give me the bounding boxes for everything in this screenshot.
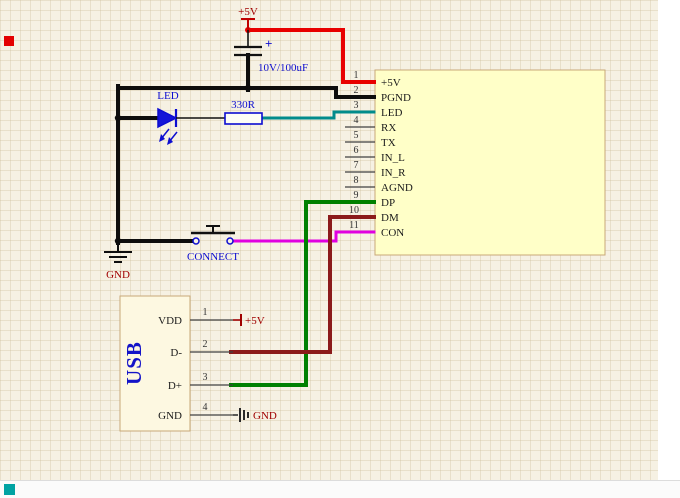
led-arrowhead bbox=[167, 137, 173, 145]
wire-gnd-horizontal bbox=[116, 86, 376, 99]
pin-number: 4 bbox=[354, 115, 359, 126]
junction-dot bbox=[114, 114, 122, 122]
pin-label: CON bbox=[381, 227, 404, 239]
led: LED bbox=[157, 90, 225, 145]
junction-dot bbox=[114, 237, 122, 245]
power-net-label: +5V bbox=[245, 315, 265, 327]
connect-button-symbol: CONNECT bbox=[187, 225, 239, 263]
pin-number: 3 bbox=[203, 372, 208, 383]
pin-label: DP bbox=[381, 197, 395, 209]
pin-label: DM bbox=[381, 212, 399, 224]
pin-number: 6 bbox=[354, 145, 359, 156]
wire-led-net bbox=[260, 110, 376, 120]
pin-label: PGND bbox=[381, 92, 411, 104]
wire-con-net bbox=[231, 230, 376, 243]
button-terminal bbox=[192, 237, 200, 245]
pin-number: 11 bbox=[349, 220, 359, 231]
pin-label: AGND bbox=[381, 182, 413, 194]
pin-number: 1 bbox=[354, 70, 359, 81]
power-port-5v: +5V bbox=[238, 6, 258, 30]
pin-number: 4 bbox=[203, 402, 208, 413]
pin-number: 2 bbox=[203, 339, 208, 350]
resistor-value-label: 330R bbox=[231, 99, 256, 111]
cap-value-label: 10V/100uF bbox=[258, 62, 308, 74]
pin-label: IN_R bbox=[381, 167, 406, 179]
usb-pin-row: 2 D- bbox=[170, 339, 233, 359]
usb-gnd-port: GND bbox=[233, 408, 277, 422]
pin-number: 1 bbox=[203, 307, 208, 318]
usb-pin-row: 4 GND bbox=[158, 402, 233, 422]
pin-label: +5V bbox=[381, 77, 401, 89]
usb-pin-row: 3 D+ bbox=[168, 372, 233, 392]
right-margin bbox=[658, 0, 680, 498]
gnd-net-label: GND bbox=[106, 269, 130, 281]
pin-number: 7 bbox=[354, 160, 359, 171]
gnd-net-label: GND bbox=[253, 410, 277, 422]
horizontal-scrollbar[interactable] bbox=[0, 480, 680, 498]
teal-corner-marker bbox=[4, 484, 15, 495]
pin-label: GND bbox=[158, 410, 182, 422]
gnd-symbol: GND bbox=[104, 243, 132, 281]
pin-label: IN_L bbox=[381, 152, 405, 164]
capacitor: + 10V/100uF bbox=[234, 30, 308, 74]
usb-pin-row: 1 VDD bbox=[158, 307, 233, 327]
pin-number: 9 bbox=[354, 190, 359, 201]
wire-5v-power bbox=[246, 28, 376, 84]
red-corner-marker bbox=[4, 36, 14, 46]
pin-label: D- bbox=[170, 347, 182, 359]
resistor-body bbox=[224, 112, 263, 125]
cap-polarity: + bbox=[265, 36, 272, 51]
resistor: 330R bbox=[224, 99, 263, 125]
usb-connector: USB 1 VDD 2 D- 3 D+ 4 GND bbox=[119, 295, 277, 432]
ic-pin-row: 5 TX bbox=[345, 130, 396, 149]
pin-label: RX bbox=[381, 122, 396, 134]
pin-number: 2 bbox=[354, 85, 359, 96]
pin-label: TX bbox=[381, 137, 396, 149]
led-triangle bbox=[157, 107, 178, 129]
usb-body bbox=[119, 295, 191, 432]
pin-label: D+ bbox=[168, 380, 182, 392]
pin-number: 10 bbox=[349, 205, 359, 216]
button-terminal bbox=[226, 237, 234, 245]
ic-pin-row: 6 IN_L bbox=[345, 145, 405, 164]
usb-vdd-power-port: +5V bbox=[233, 314, 265, 327]
pin-number: 3 bbox=[354, 100, 359, 111]
ic-pin-row: 8 AGND bbox=[345, 175, 413, 194]
pin-label: VDD bbox=[158, 315, 182, 327]
led-label: LED bbox=[157, 90, 178, 102]
button-label: CONNECT bbox=[187, 251, 239, 263]
pin-number: 8 bbox=[354, 175, 359, 186]
junction-dot bbox=[244, 84, 252, 92]
pin-label: LED bbox=[381, 107, 402, 119]
led-arrowhead bbox=[159, 134, 165, 142]
ic-body bbox=[374, 69, 606, 256]
ic-pin-row: 4 RX bbox=[345, 115, 396, 134]
ic-pin-row: 7 IN_R bbox=[345, 160, 406, 179]
wire-dm-net bbox=[229, 215, 376, 354]
usb-title: USB bbox=[122, 341, 146, 385]
pin-number: 5 bbox=[354, 130, 359, 141]
power-net-label: +5V bbox=[238, 6, 258, 18]
ic-block: 1 +5V 2 PGND 3 LED 4 RX 5 TX bbox=[345, 69, 606, 256]
wire-dp-net bbox=[229, 200, 376, 387]
